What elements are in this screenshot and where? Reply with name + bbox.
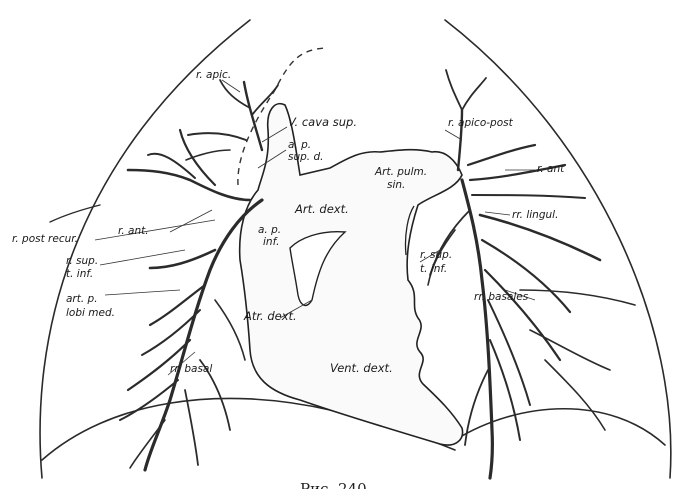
figure-caption: Рис. 240	[300, 480, 367, 489]
label-a-p-inf-2: inf.	[263, 236, 279, 248]
label-r-ant-left: r. ant	[537, 163, 565, 175]
label-r-ant-right: r. ant.	[118, 225, 149, 237]
label-r-sup-t-inf-left-2: t. inf.	[420, 263, 447, 275]
label-art-pulm-sin-2: sin.	[387, 179, 405, 191]
label-art-p-lobi-med-2: lobi med.	[66, 307, 115, 319]
label-a-p-sup-d-1: a. p.	[288, 139, 311, 151]
label-a-p-sup-d-2: sup. d.	[288, 151, 323, 163]
label-r-apico-post: r. apico-post	[448, 117, 514, 129]
label-r-apic: r. apic.	[196, 69, 231, 81]
label-vent-dext: Vent. dext.	[330, 361, 393, 375]
label-rr-basal: rr. basal	[170, 363, 212, 375]
left-lung-arteries	[428, 70, 635, 478]
label-art-pulm-sin-1: Art. pulm.	[374, 166, 427, 178]
label-rr-lingul: rr. lingul.	[512, 209, 558, 221]
diaphragm-left	[455, 409, 665, 445]
label-art-p-lobi-med-1: art. p.	[66, 293, 98, 305]
label-art-dext: Art. dext.	[294, 202, 349, 216]
label-r-sup-t-inf-right-1: r. sup.	[66, 255, 98, 267]
label-r-sup-t-inf-right-2: t. inf.	[66, 268, 93, 280]
label-atr-dext: Atr. dext.	[243, 309, 297, 323]
label-v-cava-sup: V. cava sup.	[288, 115, 357, 129]
label-r-sup-t-inf-left-1: r. sup.	[420, 249, 452, 261]
label-r-post-recur: r. post recur.	[12, 233, 78, 245]
label-a-p-inf-1: a. p.	[258, 224, 281, 236]
label-rr-basales: rr. basales	[474, 291, 529, 303]
